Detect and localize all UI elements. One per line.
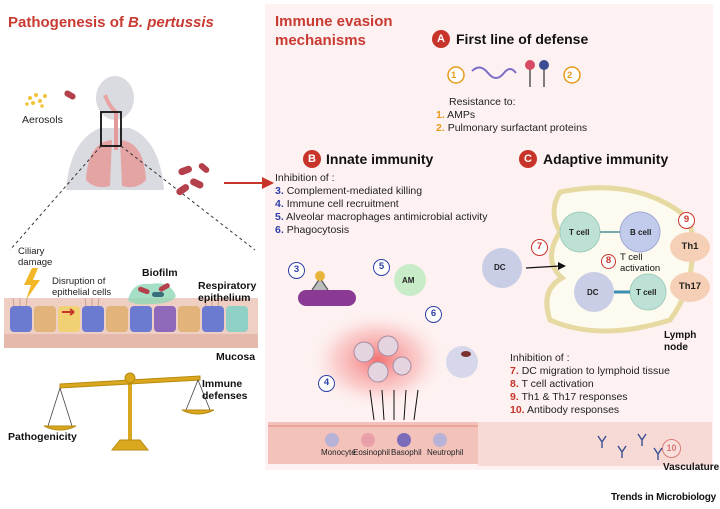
tcell-label: T cell xyxy=(569,228,590,237)
disruption-label: Disruption of epithelial cells xyxy=(52,276,112,298)
biofilm-label: Biofilm xyxy=(142,267,178,279)
adaptive-item-9: 9. Th1 & Th17 responses xyxy=(510,391,628,403)
neutrophil-label: Neutrophil xyxy=(427,448,464,457)
human-torso-icon xyxy=(66,76,164,190)
innate-item-3: 3. Complement-mediated killing xyxy=(275,185,423,197)
immune-evasion-title: Immune evasion mechanisms xyxy=(275,13,393,49)
pathogenesis-title: Pathogenesis of B. pertussis xyxy=(8,14,214,31)
section-c-title: Adaptive immunity xyxy=(543,151,669,167)
marker-6: 6 xyxy=(425,306,442,323)
th1-cell: Th1 xyxy=(670,232,710,262)
adaptive-immunity-illustration xyxy=(482,185,695,334)
respiratory-epithelium-label: Respiratory epithelium xyxy=(198,280,257,304)
mucosa-label: Mucosa xyxy=(216,351,256,363)
innate-item-4: 4. Immune cell recruitment xyxy=(275,198,399,210)
antimicrobial-molecules-illustration xyxy=(447,60,581,87)
section-b-badge: B xyxy=(303,150,321,168)
tcell-inside-label: T cell xyxy=(636,288,657,297)
pathogenicity-label: Pathogenicity xyxy=(8,431,77,443)
basophil-label: Basophil xyxy=(391,448,422,457)
resistance-item-1: 1. AMPs xyxy=(436,109,476,121)
dc-inside-label: DC xyxy=(587,288,599,297)
eosinophil-label: Eosinophil xyxy=(353,448,390,457)
pathogenesis-illustration xyxy=(4,76,258,451)
immune-defenses-label: Immune defenses xyxy=(202,378,248,402)
monocyte-label: Monocyte xyxy=(321,448,356,457)
adaptive-inhibition-label: Inhibition of : xyxy=(510,352,570,364)
marker-2: 2 xyxy=(567,70,573,81)
adaptive-item-7: 7. DC migration to lymphoid tissue xyxy=(510,365,670,377)
resistance-item-2: 2. Pulmonary surfactant proteins xyxy=(436,122,588,134)
balance-scale-icon xyxy=(43,372,215,451)
innate-item-6: 6. Phagocytosis xyxy=(275,224,350,236)
adaptive-item-8: 8. T cell activation xyxy=(510,378,594,390)
vasculature-label: Vasculature xyxy=(663,462,720,473)
section-b-title: Innate immunity xyxy=(326,151,434,167)
marker-1: 1 xyxy=(451,70,457,81)
marker-5: 5 xyxy=(373,259,390,276)
aerosol-particles-icon xyxy=(25,93,47,108)
section-a-badge: A xyxy=(432,30,450,48)
th17-cell: Th17 xyxy=(670,272,710,302)
innate-item-5: 5. Alveolar macrophages antimicrobial ac… xyxy=(275,211,488,223)
vasculature-illustration xyxy=(478,422,712,466)
marker-3: 3 xyxy=(288,262,305,279)
tcell-activation-label: T cell activation xyxy=(620,252,661,274)
aerosols-label: Aerosols xyxy=(22,114,63,126)
journal-footer: Trends in Microbiology xyxy=(610,492,716,503)
innate-immunity-illustration xyxy=(268,264,478,464)
marker-9: 9 xyxy=(678,212,695,229)
section-a-title: First line of defense xyxy=(456,31,589,47)
resistance-label: Resistance to: xyxy=(449,96,516,108)
section-c-badge: C xyxy=(519,150,537,168)
marker-4: 4 xyxy=(318,375,335,392)
transition-arrow xyxy=(224,177,274,189)
am-label: AM xyxy=(402,276,415,285)
marker-8: 8 xyxy=(601,254,616,269)
lymph-node-label: Lymph node xyxy=(664,330,697,353)
innate-inhibition-label: Inhibition of : xyxy=(275,172,335,184)
bcell-label: B cell xyxy=(630,228,652,237)
epithelium-strip xyxy=(4,283,258,348)
ciliary-damage-label: Ciliary damage xyxy=(18,246,53,268)
marker-7: 7 xyxy=(531,239,548,256)
lightning-icon xyxy=(24,268,40,300)
dc-outside-label: DC xyxy=(494,263,506,272)
adaptive-item-10: 10. Antibody responses xyxy=(510,404,620,416)
